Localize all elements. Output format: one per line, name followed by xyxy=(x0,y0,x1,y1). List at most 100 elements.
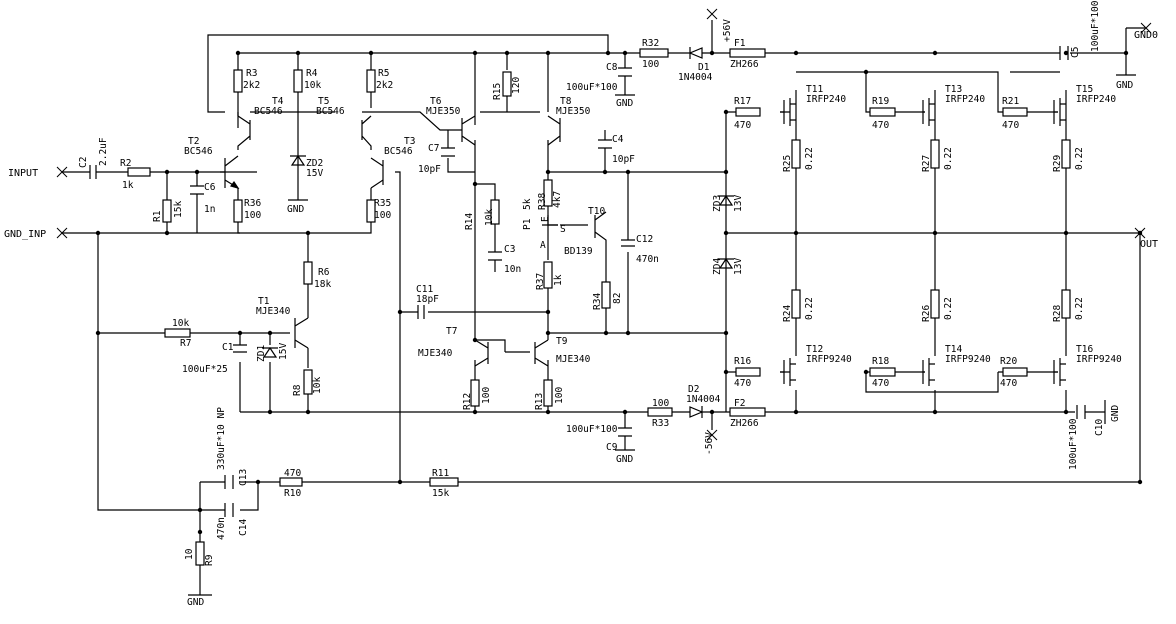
label-d1: D1 xyxy=(698,62,710,73)
value-r1: 15k xyxy=(173,201,184,218)
label-r38: R38 xyxy=(537,193,548,210)
value-r16: 470 xyxy=(734,378,751,389)
label-r14: R14 xyxy=(464,213,475,230)
label-t10: T10 xyxy=(588,206,605,217)
type-t14: IRFP9240 xyxy=(945,354,991,365)
gnd-label-zd2: GND xyxy=(287,204,304,215)
type-t1: MJE340 xyxy=(256,306,291,317)
gnd-label-c10: GND xyxy=(1110,405,1121,422)
type-t8: MJE350 xyxy=(556,106,591,117)
label-r28: R28 xyxy=(1052,305,1063,322)
value-zd4: 13V xyxy=(733,258,744,275)
value-r28: 0.22 xyxy=(1074,297,1085,320)
label-t12: T12 xyxy=(806,344,823,355)
type-t9: MJE340 xyxy=(556,354,591,365)
value-r21: 470 xyxy=(1002,120,1019,131)
type-t2: BC546 xyxy=(184,146,213,157)
label-zd3: ZD3 xyxy=(712,195,723,212)
label-c8: C8 xyxy=(606,62,618,73)
value-zd1: 15V xyxy=(278,343,289,360)
value-r24: 0.22 xyxy=(804,297,815,320)
label-r18: R18 xyxy=(872,356,889,367)
value-r5: 2k2 xyxy=(376,80,393,91)
diodes-fuses xyxy=(262,47,766,418)
value-c2: 2.2uF xyxy=(98,137,109,166)
value-f2: ZH266 xyxy=(730,418,759,429)
label-r21: R21 xyxy=(1002,96,1019,107)
label-c10: C10 xyxy=(1094,419,1105,436)
label-r33: R33 xyxy=(652,418,669,429)
pot-p1 xyxy=(542,215,558,240)
wires xyxy=(62,20,1145,595)
label-c14: C14 xyxy=(238,519,249,536)
resistor-bodies xyxy=(127,48,1071,566)
value-c1: 100uF*25 xyxy=(182,364,228,375)
capacitor-bodies xyxy=(89,46,1086,517)
value-d1: 1N4004 xyxy=(678,72,713,83)
label-c1: C1 xyxy=(222,342,234,353)
gnd-label-c8: GND xyxy=(616,98,633,109)
label-t2: T2 xyxy=(188,136,199,147)
value-c6: 1n xyxy=(204,204,215,215)
capacitor-labels: C2 2.2uF C6 1n C1 100uF*25 C7 10pF C3 10… xyxy=(78,0,1105,540)
type-t4: BC546 xyxy=(254,106,283,117)
value-r9: 10 xyxy=(184,548,195,560)
value-f1: ZH266 xyxy=(730,59,759,70)
type-t16: IRFP9240 xyxy=(1076,354,1122,365)
value-r14: 10k xyxy=(484,209,495,226)
label-d2: D2 xyxy=(688,384,699,395)
gnd-label-c5: GND xyxy=(1116,80,1133,91)
label-r1: R1 xyxy=(152,210,163,222)
label-c9: C9 xyxy=(606,442,618,453)
value-c9: 100uF*100 xyxy=(566,424,618,435)
minus-rail-label: -56V xyxy=(704,432,715,455)
value-r18: 470 xyxy=(872,378,889,389)
label-zd4: ZD4 xyxy=(712,258,723,275)
label-r27: R27 xyxy=(921,155,932,172)
label-c6: C6 xyxy=(204,182,216,193)
value-r7: 10k xyxy=(172,318,189,329)
pot-labels: P1 5k A E S xyxy=(522,198,566,251)
type-t10: BD139 xyxy=(564,246,593,257)
gnd-label-r9: GND xyxy=(187,597,204,608)
value-c12: 470n xyxy=(636,254,659,265)
value-c7: 10pF xyxy=(418,164,441,175)
value-c8: 100uF*100 xyxy=(566,82,618,93)
label-c12: C12 xyxy=(636,234,653,245)
label-f1: F1 xyxy=(734,38,746,49)
label-r13: R13 xyxy=(534,393,545,410)
value-c3: 10n xyxy=(504,264,521,275)
label-t13: T13 xyxy=(945,84,962,95)
junctions xyxy=(95,50,1143,535)
label-c11: C11 xyxy=(416,284,433,295)
label-t11: T11 xyxy=(806,84,823,95)
label-r9: R9 xyxy=(204,554,215,566)
gnd-label-c9: GND xyxy=(616,454,633,465)
label-r2: R2 xyxy=(120,158,131,169)
label-c7: C7 xyxy=(428,143,439,154)
input-port-label: INPUT xyxy=(8,168,38,179)
label-r19: R19 xyxy=(872,96,889,107)
label-r25: R25 xyxy=(782,155,793,172)
value-c5: 100uF*100 xyxy=(1090,0,1101,52)
bjt-transistors xyxy=(224,112,607,367)
pin-s-p1: S xyxy=(560,224,566,235)
value-r36: 100 xyxy=(244,210,261,221)
label-r35: R35 xyxy=(374,198,391,209)
value-d2: 1N4004 xyxy=(686,394,721,405)
label-zd2: ZD2 xyxy=(306,158,323,169)
label-t8: T8 xyxy=(560,96,572,107)
ground-symbols xyxy=(188,74,1136,596)
value-c14: 470n xyxy=(216,517,227,540)
resistor-labels: R2 1k R1 15k R3 2k2 R4 10k R5 2k2 R36 10… xyxy=(120,38,1085,566)
label-r32: R32 xyxy=(642,38,659,49)
label-r7: R7 xyxy=(180,338,191,349)
label-r37: R37 xyxy=(535,273,546,290)
label-c4: C4 xyxy=(612,134,624,145)
label-t5: T5 xyxy=(318,96,329,107)
label-t4: T4 xyxy=(272,96,284,107)
value-r12: 100 xyxy=(481,387,492,404)
label-r8: R8 xyxy=(292,384,303,396)
value-r6: 18k xyxy=(314,279,331,290)
